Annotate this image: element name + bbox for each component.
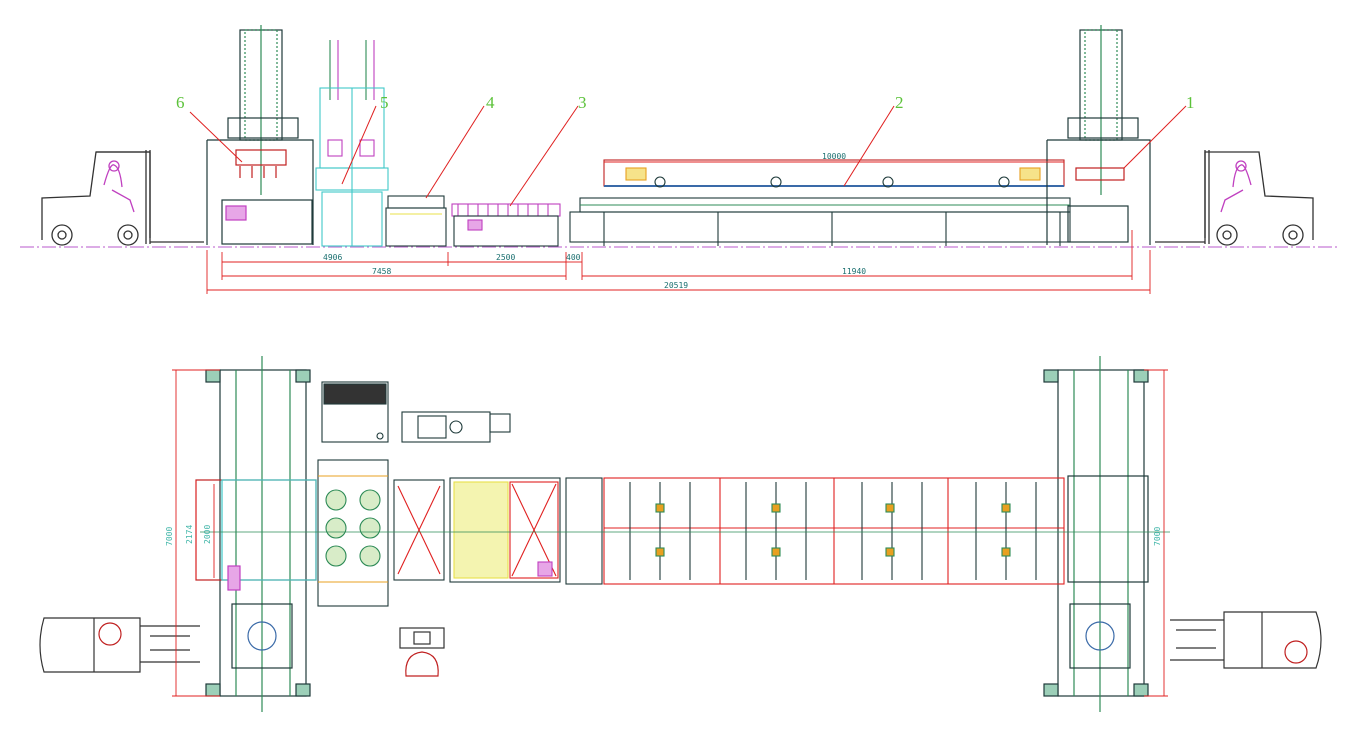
plan-station-2 [565, 477, 1065, 585]
callout-label-3: 3 [578, 93, 587, 112]
dim-10000: 10000 [822, 152, 846, 161]
control-cabinet-2 [401, 411, 511, 443]
plan-right-lifter-frame [1043, 356, 1149, 712]
side-elevation-view: 6 5 4 3 2 1 [20, 25, 1340, 294]
dimension-lines-plan [172, 369, 1168, 697]
station-6-lifter [206, 25, 314, 245]
dim-11940: 11940 [842, 267, 866, 276]
dimension-lines-elevation [206, 161, 1151, 294]
dim-7000-left: 7000 [165, 527, 174, 546]
dim-4906: 4906 [323, 253, 342, 262]
dim-20519: 20519 [664, 281, 688, 290]
plan-station-3 [449, 477, 561, 583]
callout-6: 6 [176, 93, 243, 163]
dim-2500: 2500 [496, 253, 515, 262]
callout-label-2: 2 [895, 93, 904, 112]
station-2-conveyor [569, 159, 1071, 246]
callout-2: 2 [843, 93, 904, 187]
forklift-side-icon [41, 150, 204, 246]
plan-view: 7000 2174 2000 7000 [39, 356, 1322, 712]
dim-7000-right: 7000 [1153, 527, 1162, 546]
plan-station-5-cups [317, 459, 389, 607]
forklift-top-icon [39, 617, 200, 673]
callout-5: 5 [341, 93, 389, 185]
forklift-side-icon-right [1155, 150, 1314, 246]
callout-4: 4 [425, 93, 495, 199]
station-1-lifter [1046, 25, 1151, 245]
dim-2000: 2000 [203, 525, 212, 544]
station-4-unit [385, 195, 447, 247]
callout-label-4: 4 [486, 93, 495, 112]
dim-2174: 2174 [185, 525, 194, 544]
callout-label-5: 5 [380, 93, 389, 112]
forklift-top-icon-right [1170, 611, 1322, 669]
callout-1: 1 [1123, 93, 1195, 169]
dim-7458: 7458 [372, 267, 391, 276]
callout-label-1: 1 [1186, 93, 1195, 112]
control-cabinet-1 [321, 381, 389, 443]
callout-3: 3 [509, 93, 587, 207]
operator-console-icon [399, 627, 445, 677]
station-5-unit [315, 40, 389, 247]
plan-station-4 [393, 479, 445, 581]
station-3-conveyor [451, 203, 561, 247]
dim-400: 400 [566, 253, 581, 262]
plan-left-lifter-frame [195, 356, 317, 712]
callout-label-6: 6 [176, 93, 185, 112]
